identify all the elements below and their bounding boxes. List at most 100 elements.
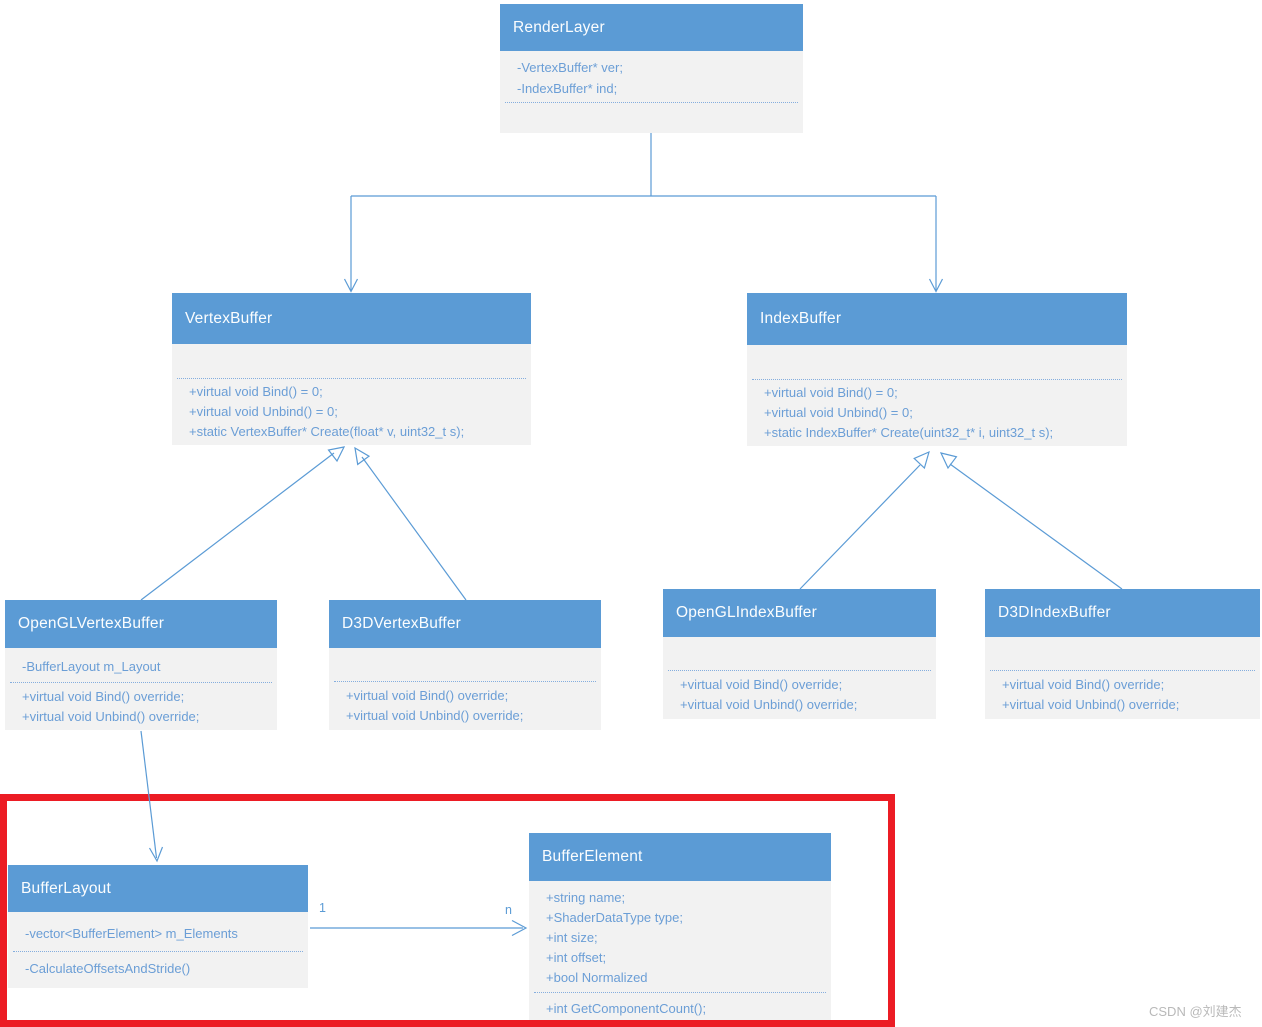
attributes-section: +string name; +ShaderDataType type; +int… [529, 881, 831, 992]
method-line: +virtual void Unbind() override; [346, 708, 524, 723]
attributes-section: -vector<BufferElement> m_Elements [8, 912, 308, 951]
attribute-line: -VertexBuffer* ver; [517, 60, 623, 75]
triangle-arrowhead-icon [354, 446, 371, 466]
method-line: +virtual void Bind() override; [680, 677, 843, 692]
class-body: +virtual void Bind() = 0; +virtual void … [747, 345, 1127, 446]
attribute-line: -BufferLayout m_Layout [22, 659, 161, 674]
triangle-arrowhead-icon [327, 446, 346, 463]
method-line: +virtual void Bind() override; [22, 689, 185, 704]
attribute-line: +int size; [546, 930, 598, 945]
class-body: -BufferLayout m_Layout +virtual void Bin… [5, 648, 277, 730]
class-body: +string name; +ShaderDataType type; +int… [529, 881, 831, 1027]
arrowhead-down-icon [343, 278, 359, 293]
association-bufferlayout [140, 730, 164, 863]
section-divider [990, 670, 1255, 671]
section-divider [177, 378, 526, 379]
section-divider [10, 682, 272, 683]
section-divider [13, 951, 303, 952]
class-name: BufferLayout [21, 879, 112, 897]
method-line: +int GetComponentCount(); [546, 1001, 707, 1016]
class-header-indexbuffer: IndexBuffer [747, 293, 1127, 345]
methods-section [500, 103, 803, 133]
class-box-bufferlayout: BufferLayout -vector<BufferElement> m_El… [8, 865, 308, 988]
attributes-section [172, 344, 531, 378]
attributes-section [747, 345, 1127, 379]
generalization-indexbuffer [799, 450, 1123, 590]
attribute-line: -IndexBuffer* ind; [517, 81, 618, 96]
class-header-bufferelement: BufferElement [529, 833, 831, 881]
class-box-d3dindexbuffer: D3DIndexBuffer +virtual void Bind() over… [985, 589, 1260, 719]
arrowhead-down-icon [148, 846, 164, 863]
class-name: D3DIndexBuffer [998, 604, 1111, 621]
class-box-bufferelement: BufferElement +string name; +ShaderDataT… [529, 833, 831, 1027]
method-line: +virtual void Unbind() = 0; [764, 405, 913, 420]
class-name: BufferElement [542, 848, 643, 865]
method-line: +virtual void Bind() = 0; [764, 385, 898, 400]
class-body: +virtual void Bind() override; +virtual … [663, 637, 936, 719]
class-header-renderlayer: RenderLayer [500, 4, 803, 51]
class-name: D3DVertexBuffer [342, 615, 462, 632]
attribute-line: +string name; [546, 890, 626, 905]
attribute-line: +int offset; [546, 950, 607, 965]
class-box-openglindexbuffer: OpenGLIndexBuffer +virtual void Bind() o… [663, 589, 936, 719]
method-line: +virtual void Unbind() override; [22, 709, 200, 724]
method-line: +virtual void Unbind() override; [1002, 697, 1180, 712]
class-body: +virtual void Bind() = 0; +virtual void … [172, 344, 531, 445]
attributes-section: -VertexBuffer* ver; -IndexBuffer* ind; [500, 51, 803, 102]
association-bufferelement [310, 919, 528, 937]
section-divider [534, 992, 826, 993]
class-name: OpenGLVertexBuffer [18, 615, 165, 632]
class-body: +virtual void Bind() override; +virtual … [985, 637, 1260, 719]
generalization-vertexbuffer [140, 446, 467, 601]
methods-section: +virtual void Bind() override; +virtual … [5, 683, 277, 727]
section-divider [505, 102, 798, 103]
class-body: -VertexBuffer* ver; -IndexBuffer* ind; [500, 51, 803, 133]
method-line: +virtual void Unbind() override; [680, 697, 858, 712]
section-divider [334, 681, 596, 682]
class-box-d3dvertexbuffer: D3DVertexBuffer +virtual void Bind() ove… [329, 600, 601, 730]
class-body: +virtual void Bind() override; +virtual … [329, 648, 601, 730]
class-header-openglindexbuffer: OpenGLIndexBuffer [663, 589, 936, 637]
triangle-arrowhead-icon [913, 450, 930, 470]
class-box-indexbuffer: IndexBuffer +virtual void Bind() = 0; +v… [747, 293, 1127, 446]
methods-section: +virtual void Bind() override; +virtual … [329, 682, 601, 726]
method-line: +static IndexBuffer* Create(uint32_t* i,… [764, 425, 1054, 440]
triangle-arrowhead-icon [939, 452, 958, 470]
class-header-d3dvertexbuffer: D3DVertexBuffer [329, 600, 601, 648]
attribute-line: -vector<BufferElement> m_Elements [25, 926, 238, 941]
multiplicity-label-n: n [505, 903, 512, 917]
class-name: VertexBuffer [185, 309, 273, 327]
attributes-section [329, 648, 601, 681]
attributes-section: -BufferLayout m_Layout [5, 648, 277, 682]
watermark-text: CSDN @刘建杰 [1149, 1004, 1242, 1019]
arrowhead-down-icon [928, 278, 944, 293]
class-header-bufferlayout: BufferLayout [8, 865, 308, 912]
tree-connector-renderlayer [343, 133, 944, 293]
class-box-openglvertexbuffer: OpenGLVertexBuffer -BufferLayout m_Layou… [5, 600, 277, 730]
attribute-line: +bool Normalized [546, 970, 648, 985]
methods-section: -CalculateOffsetsAndStride() [8, 952, 308, 979]
methods-section: +virtual void Bind() = 0; +virtual void … [747, 380, 1127, 443]
class-header-openglvertexbuffer: OpenGLVertexBuffer [5, 600, 277, 648]
attributes-section [985, 637, 1260, 670]
method-line: +virtual void Bind() override; [1002, 677, 1165, 692]
method-line: +virtual void Bind() = 0; [189, 384, 323, 399]
class-name: OpenGLIndexBuffer [676, 604, 817, 621]
class-header-vertexbuffer: VertexBuffer [172, 293, 531, 344]
multiplicity-label-one: 1 [319, 901, 326, 915]
arrowhead-right-icon [511, 919, 528, 937]
class-box-vertexbuffer: VertexBuffer +virtual void Bind() = 0; +… [172, 293, 531, 445]
attributes-section [663, 637, 936, 670]
attribute-line: +ShaderDataType type; [546, 910, 683, 925]
methods-section: +virtual void Bind() override; +virtual … [985, 671, 1260, 715]
method-line: +static VertexBuffer* Create(float* v, u… [189, 424, 465, 439]
method-line: +virtual void Bind() override; [346, 688, 509, 703]
class-name: RenderLayer [513, 18, 605, 36]
class-box-renderlayer: RenderLayer -VertexBuffer* ver; -IndexBu… [500, 4, 803, 133]
method-line: -CalculateOffsetsAndStride() [25, 961, 191, 976]
methods-section: +virtual void Bind() = 0; +virtual void … [172, 379, 531, 442]
methods-section: +virtual void Bind() override; +virtual … [663, 671, 936, 715]
section-divider [668, 670, 931, 671]
method-line: +virtual void Unbind() = 0; [189, 404, 338, 419]
